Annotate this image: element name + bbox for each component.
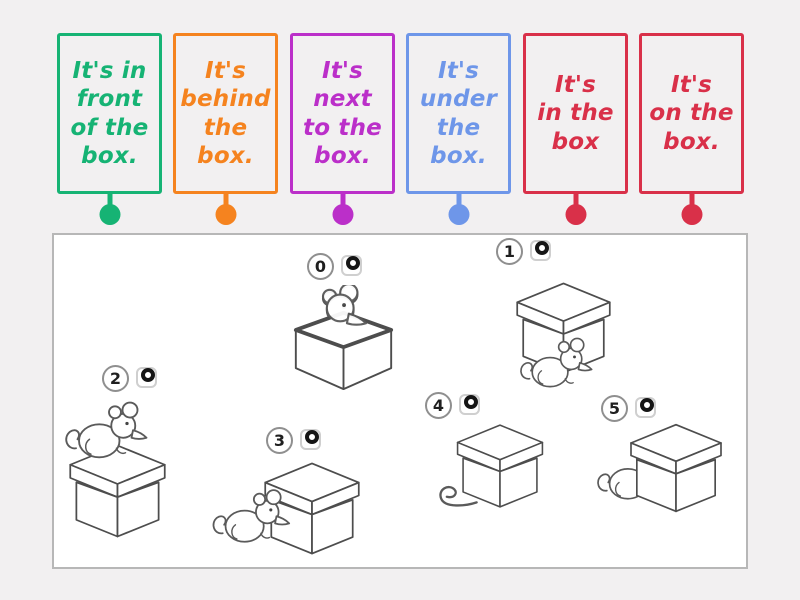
label-line: behind bbox=[180, 86, 271, 113]
pin-stem bbox=[223, 191, 228, 205]
pin-ball-icon bbox=[215, 204, 236, 225]
label-line: It's bbox=[321, 58, 364, 85]
label-line: on the bbox=[649, 100, 734, 127]
scene-mouse-behind-box bbox=[596, 421, 728, 519]
label-card-text: It's next to the box. bbox=[303, 57, 382, 169]
marker-3: 3 bbox=[266, 427, 321, 454]
drop-target-4[interactable] bbox=[459, 394, 480, 415]
label-card-in-front-of[interactable]: It's in front of the box. bbox=[57, 33, 162, 225]
label-line: It's in bbox=[72, 58, 147, 85]
marker-0: 0 bbox=[307, 253, 362, 280]
label-card-in[interactable]: It's in the box bbox=[523, 33, 628, 225]
marker-2: 2 bbox=[102, 365, 157, 392]
label-line: to the bbox=[303, 114, 382, 141]
label-card-text: It's in the box bbox=[537, 71, 613, 155]
pin-connector[interactable] bbox=[565, 191, 586, 225]
pin-stem bbox=[107, 191, 112, 205]
pin-connector[interactable] bbox=[215, 191, 236, 225]
label-card-behind[interactable]: It's behind the box. bbox=[173, 33, 278, 225]
label-line: It's bbox=[204, 58, 247, 85]
pin-ball-icon bbox=[332, 204, 353, 225]
scene-mouse-under-box bbox=[437, 422, 552, 512]
scene-mouse-in-front-of-box bbox=[509, 280, 615, 392]
label-line: of the bbox=[70, 114, 149, 141]
answer-chip-icon[interactable] bbox=[464, 395, 478, 409]
marker-number: 2 bbox=[102, 365, 129, 392]
answer-chip-icon[interactable] bbox=[305, 430, 319, 444]
pin-stem bbox=[689, 191, 694, 205]
marker-number: 1 bbox=[496, 238, 523, 265]
drop-target-0[interactable] bbox=[341, 255, 362, 276]
drop-target-2[interactable] bbox=[136, 367, 157, 388]
label-line: box. bbox=[197, 142, 254, 169]
label-card-text: It's under the box. bbox=[420, 57, 497, 169]
pin-connector[interactable] bbox=[681, 191, 702, 225]
label-card-under[interactable]: It's under the box. bbox=[406, 33, 511, 225]
scene-mouse-in-open-box bbox=[291, 285, 396, 392]
label-line: box. bbox=[430, 142, 487, 169]
label-card-text: It's on the box. bbox=[649, 71, 733, 155]
pin-connector[interactable] bbox=[99, 191, 120, 225]
marker-1: 1 bbox=[496, 238, 551, 265]
label-line: It's bbox=[437, 58, 480, 85]
answer-chip-icon[interactable] bbox=[141, 368, 155, 382]
label-line: next bbox=[313, 86, 372, 113]
label-line: the bbox=[203, 114, 248, 141]
marker-4: 4 bbox=[425, 392, 480, 419]
label-line: box. bbox=[663, 128, 720, 155]
marker-5: 5 bbox=[601, 395, 656, 422]
pin-ball-icon bbox=[448, 204, 469, 225]
label-card-next-to[interactable]: It's next to the box. bbox=[290, 33, 395, 225]
scene-mouse-on-box bbox=[62, 398, 172, 543]
label-card-text: It's behind the box. bbox=[180, 57, 270, 169]
pin-ball-icon bbox=[565, 204, 586, 225]
marker-number: 4 bbox=[425, 392, 452, 419]
pin-ball-icon bbox=[681, 204, 702, 225]
marker-number: 5 bbox=[601, 395, 628, 422]
label-line: It's bbox=[554, 72, 597, 99]
label-card-on[interactable]: It's on the box. bbox=[639, 33, 744, 225]
label-line: under bbox=[419, 86, 498, 113]
label-line: the bbox=[436, 114, 481, 141]
pin-connector[interactable] bbox=[332, 191, 353, 225]
marker-number: 3 bbox=[266, 427, 293, 454]
drop-target-5[interactable] bbox=[635, 397, 656, 418]
answer-chip-icon[interactable] bbox=[535, 241, 549, 255]
label-card-text: It's in front of the box. bbox=[71, 57, 149, 169]
pin-stem bbox=[456, 191, 461, 205]
answer-chip-icon[interactable] bbox=[640, 398, 654, 412]
pin-connector[interactable] bbox=[448, 191, 469, 225]
answer-chip-icon[interactable] bbox=[346, 256, 360, 270]
pin-stem bbox=[340, 191, 345, 205]
pin-stem bbox=[573, 191, 578, 205]
diagram-panel: 0 1 2 3 4 5 bbox=[52, 233, 748, 569]
drop-target-1[interactable] bbox=[530, 240, 551, 261]
label-line: box bbox=[551, 128, 600, 155]
label-line: front bbox=[76, 86, 143, 113]
marker-number: 0 bbox=[307, 253, 334, 280]
label-line: box. bbox=[81, 142, 138, 169]
label-line: It's bbox=[670, 72, 713, 99]
scene-mouse-next-to-box bbox=[207, 460, 367, 560]
drop-target-3[interactable] bbox=[300, 429, 321, 450]
label-line: box. bbox=[314, 142, 371, 169]
pin-ball-icon bbox=[99, 204, 120, 225]
label-line: in the bbox=[537, 100, 614, 127]
